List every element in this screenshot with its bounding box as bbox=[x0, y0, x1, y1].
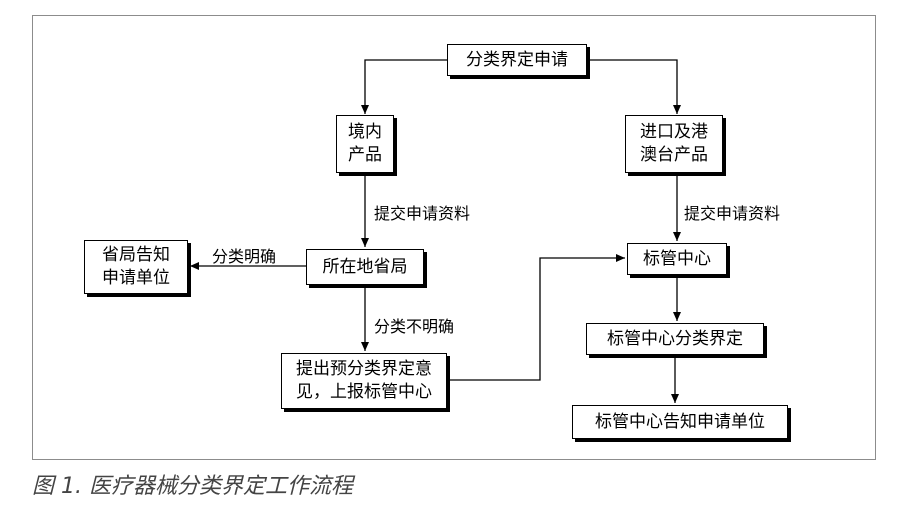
edge-label-submit-right: 提交申请资料 bbox=[684, 204, 781, 223]
node-center-notify-applicant: 标管中心告知申请单位 bbox=[572, 405, 788, 439]
node-preliminary-proposal: 提出预分类界定意 见，上报标管中心 bbox=[281, 353, 447, 409]
edge-label-classification-clear: 分类明确 bbox=[212, 247, 277, 266]
edge-label-classification-unclear: 分类不明确 bbox=[374, 317, 455, 336]
node-imported-hk-macao-taiwan-product: 进口及港 澳台产品 bbox=[625, 115, 723, 173]
node-center-classification: 标管中心分类界定 bbox=[586, 323, 764, 355]
node-provincial-bureau: 所在地省局 bbox=[306, 249, 424, 285]
node-classification-application: 分类界定申请 bbox=[447, 44, 587, 76]
node-provincial-notify-applicant: 省局告知 申请单位 bbox=[84, 240, 188, 294]
node-standards-center: 标管中心 bbox=[627, 243, 727, 275]
node-domestic-product: 境内 产品 bbox=[336, 115, 394, 173]
edge-label-submit-left: 提交申请资料 bbox=[374, 204, 471, 223]
diagram-frame bbox=[32, 15, 876, 460]
edge-proposal-to-center bbox=[447, 254, 625, 381]
edge-apply-to-imported bbox=[587, 59, 681, 114]
figure-caption: 图 1. 医疗器械分类界定工作流程 bbox=[32, 474, 353, 499]
edge-apply-to-domestic bbox=[361, 59, 447, 114]
